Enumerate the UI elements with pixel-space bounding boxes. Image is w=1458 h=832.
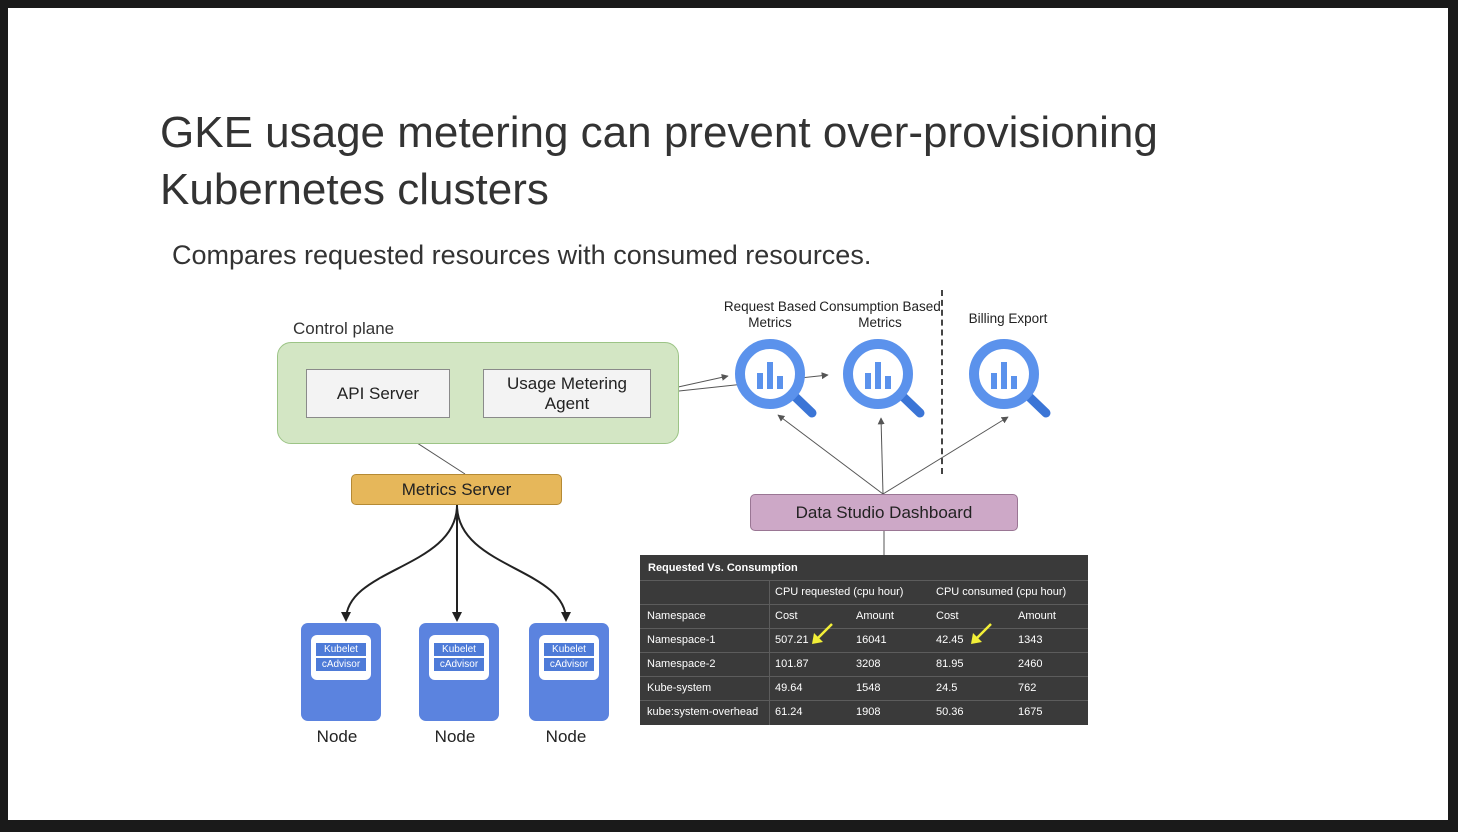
table-cell: 2460 [1018,658,1043,670]
node-3-components: Kubelet cAdvisor [539,635,599,680]
column-header: Cost [936,610,959,622]
data-studio-dashboard-box: Data Studio Dashboard [750,494,1018,531]
table-cell: 1343 [1018,634,1043,646]
node-1-components: Kubelet cAdvisor [311,635,371,680]
table-rule [640,676,1088,677]
column-header: Amount [856,610,894,622]
cadvisor-chip: cAdvisor [544,658,594,671]
cadvisor-chip: cAdvisor [316,658,366,671]
slide-title: GKE usage metering can prevent over-prov… [160,108,1158,214]
usage-metering-agent-box: Usage Metering Agent [483,369,651,418]
table-cell: 81.95 [936,658,964,670]
table-cell: 101.87 [775,658,809,670]
table-rule [640,580,1088,581]
billing-export-label: Billing Export [968,311,1048,326]
kubelet-chip: Kubelet [434,643,484,656]
table-cell: Namespace-1 [647,634,716,646]
group-header: CPU requested (cpu hour) [775,586,904,598]
arrow-metrics-to-node-3 [456,504,571,622]
column-header: Namespace [647,610,706,622]
bigquery-icon [969,339,1051,418]
table-cell: 49.64 [775,682,803,694]
billing-divider [941,290,943,474]
table-rule [640,604,1088,605]
table-cell: 24.5 [936,682,958,694]
node-1-label: Node [316,727,358,746]
api-server-box: API Server [306,369,450,418]
metrics-server-box: Metrics Server [351,474,562,505]
table-cell: 507.21 [775,634,809,646]
table-cell: 1675 [1018,706,1043,718]
highlight-arrow-icon [812,623,833,644]
column-header: Cost [775,610,798,622]
table-rule [640,652,1088,653]
slide: GKE usage metering can prevent over-prov… [8,8,1448,820]
table-cell: Kube-system [647,682,712,694]
table-title: Requested Vs. Consumption [648,562,798,574]
table-cell: 1908 [856,706,881,718]
requested-vs-consumption-table: Requested Vs. Consumption CPU requested … [640,555,1088,725]
slide-subtitle: Compares requested resources with consum… [172,240,872,270]
node-2: Kubelet cAdvisor [419,623,499,721]
table-cell: 1548 [856,682,881,694]
control-plane-label: Control plane [293,319,395,338]
bigquery-icon [735,339,817,418]
node-2-label: Node [434,727,476,746]
table-cell: 762 [1018,682,1037,694]
arrow-dashboard-to-consumption-metrics [877,417,885,495]
kubelet-chip: Kubelet [316,643,366,656]
highlight-arrow-icon [971,623,992,644]
table-cell: 42.45 [936,634,964,646]
node-3-label: Node [545,727,587,746]
table-cell: kube:system-overhead [647,706,759,718]
table-cell: 3208 [856,658,881,670]
table-cell: 50.36 [936,706,964,718]
cadvisor-chip: cAdvisor [434,658,484,671]
group-header: CPU consumed (cpu hour) [936,586,1067,598]
kubelet-chip: Kubelet [544,643,594,656]
column-header: Amount [1018,610,1056,622]
arrow-metrics-to-node-1 [341,504,458,622]
table-cell: 61.24 [775,706,803,718]
node-1: Kubelet cAdvisor [301,623,381,721]
table-cell: 16041 [856,634,887,646]
arrow-dashboard-to-request-metrics [777,414,884,495]
request-based-metrics-label: Request Based Metrics [723,299,817,330]
node-3: Kubelet cAdvisor [529,623,609,721]
node-2-components: Kubelet cAdvisor [429,635,489,680]
table-rule [640,628,1088,629]
arrow-dashboard-to-billing-export [882,416,1009,495]
consumption-based-metrics-label: Consumption Based Metrics [819,299,941,330]
table-rule [640,700,1088,701]
table-cell: Namespace-2 [647,658,716,670]
bigquery-icon [843,339,925,418]
table-col-divider [769,580,770,725]
